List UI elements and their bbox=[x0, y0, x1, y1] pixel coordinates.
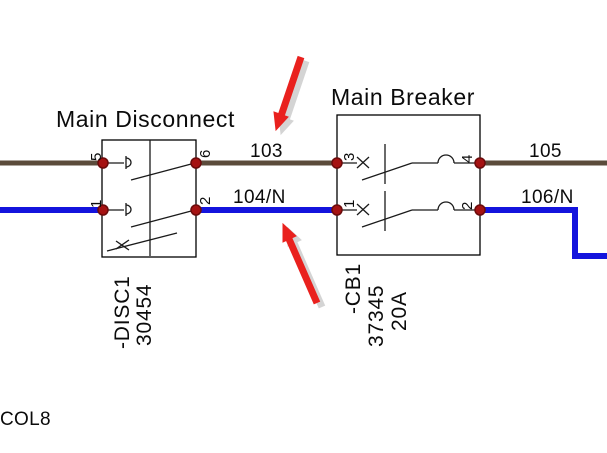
neutral-wire bbox=[0, 207, 607, 259]
column-reference-label: COL8 bbox=[0, 409, 51, 430]
breaker-terminal-4: 4 bbox=[459, 154, 476, 163]
disconnect-tag: -DISC1 bbox=[111, 275, 134, 349]
disconnect-part-number: 30454 bbox=[133, 283, 156, 346]
breaker-part-number: 37345 bbox=[365, 284, 388, 347]
disconnect-terminal-6: 6 bbox=[197, 149, 214, 158]
breaker-terminal-2: 2 bbox=[459, 201, 476, 210]
red-arrow-down-icon bbox=[273, 55, 305, 132]
breaker-terminal-1: 1 bbox=[341, 199, 358, 208]
disconnect-terminal-5: 5 bbox=[88, 152, 105, 161]
breaker-terminal-3: 3 bbox=[341, 152, 358, 161]
wire-label-103: 103 bbox=[250, 141, 283, 162]
red-arrow-up-icon bbox=[282, 222, 321, 305]
disconnect-terminal-2: 2 bbox=[197, 196, 214, 205]
breaker-tag: -CB1 bbox=[342, 262, 365, 314]
disconnect-box bbox=[101, 139, 197, 258]
breaker-symbol bbox=[337, 144, 480, 231]
wire-label-104n: 104/N bbox=[233, 187, 286, 208]
breaker-box bbox=[336, 114, 481, 256]
terminal-dots bbox=[97, 157, 486, 216]
disconnect-terminal-1: 1 bbox=[88, 199, 105, 208]
disconnect-title: Main Disconnect bbox=[56, 106, 236, 132]
breaker-title: Main Breaker bbox=[331, 84, 475, 110]
wire-label-105: 105 bbox=[529, 141, 562, 162]
wire-label-106n: 106/N bbox=[521, 187, 574, 208]
breaker-rating: 20A bbox=[388, 291, 411, 331]
